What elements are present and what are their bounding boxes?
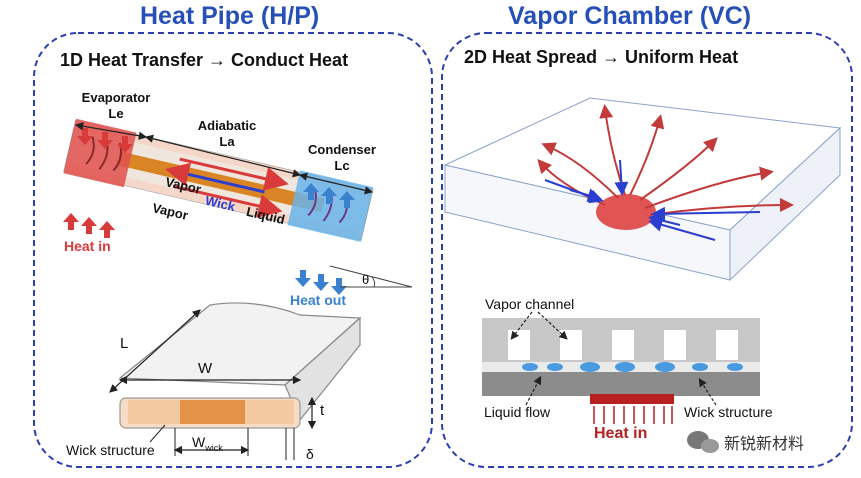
- tilt-angle-label: θ: [362, 272, 370, 287]
- heat-out-label: Heat out: [290, 292, 346, 308]
- dim-t-label: t: [320, 402, 325, 419]
- dim-W-label: W: [198, 360, 213, 377]
- vapor-channel-label: Vapor channel: [485, 296, 575, 312]
- evaporator-symbol: Le: [108, 106, 124, 121]
- liquid-flow-beads: [522, 362, 743, 372]
- vc-heat-in-arrows: [593, 406, 673, 424]
- condenser-label: Condenser Lc: [302, 142, 382, 174]
- heat-in-arrows-bottom: [63, 213, 115, 238]
- heat-in-label: Heat in: [64, 238, 111, 254]
- dim-wick-main: W: [192, 434, 206, 450]
- evaporator-label: Evaporator Le: [78, 90, 154, 122]
- dim-delta-label: δ: [306, 446, 314, 462]
- hp-wick-structure-label: Wick structure: [66, 442, 155, 458]
- vapor-chamber-frame: [441, 32, 853, 468]
- vc-cross-section-bottom: [482, 372, 760, 396]
- dim-wick-label: Wwick: [192, 434, 223, 453]
- vc-heater-block: [590, 394, 674, 404]
- dim-L-label: L: [120, 335, 129, 352]
- evaporator-name: Evaporator: [81, 90, 151, 105]
- dim-wick-sub: wick: [205, 442, 223, 453]
- adiabatic-symbol: La: [219, 134, 235, 149]
- heat-pipe-title: Heat Pipe (H/P): [140, 2, 320, 30]
- vapor-chamber-subtitle: 2D Heat Spread → Uniform Heat: [464, 47, 739, 67]
- vapor-chamber-title: Vapor Chamber (VC): [508, 2, 752, 30]
- heat-pipe-frame: [33, 32, 433, 468]
- wick-structure-pointer: [149, 424, 166, 443]
- liquid-flow-label: Liquid flow: [484, 404, 551, 420]
- heat-pipe-subtitle: 1D Heat Transfer → Conduct Heat: [60, 50, 349, 70]
- condenser-symbol: Lc: [334, 158, 350, 173]
- watermark-wechat-icon: [687, 431, 719, 453]
- vc-heat-in-label: Heat in: [594, 425, 648, 442]
- liquid-return-arrows: [544, 159, 761, 241]
- watermark-text: 新锐新材料: [724, 436, 805, 453]
- heat-out-arrows-bottom: [295, 270, 347, 295]
- vc-wick-structure-label: Wick structure: [684, 404, 773, 420]
- condenser-name: Condenser: [308, 142, 376, 157]
- adiabatic-name: Adiabatic: [197, 118, 257, 133]
- adiabatic-label: Adiabatic La: [194, 118, 260, 150]
- heat-source-spot: [596, 194, 656, 230]
